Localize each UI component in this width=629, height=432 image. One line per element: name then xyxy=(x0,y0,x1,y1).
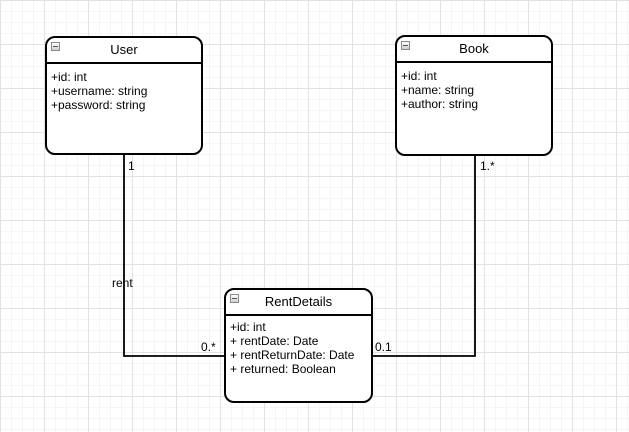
attribute: + rentDate: Date xyxy=(230,334,319,348)
class-user-title-row: User xyxy=(47,38,201,64)
class-book-attributes: +id: int +name: string +author: string xyxy=(397,63,551,115)
attribute: +id: int xyxy=(51,70,87,84)
attribute: +username: string xyxy=(51,84,148,98)
association-name-rent: rent xyxy=(112,276,133,290)
collapse-minus-icon[interactable] xyxy=(51,42,60,51)
attribute: +name: string xyxy=(401,83,475,97)
multiplicity-user-end: 1 xyxy=(128,159,135,173)
class-rentdetails[interactable]: RentDetails +id: int + rentDate: Date + … xyxy=(224,288,373,403)
multiplicity-book-end: 1.* xyxy=(480,159,495,173)
minus-glyph xyxy=(403,45,408,46)
attribute: + returned: Boolean xyxy=(230,362,336,376)
edge-book-rentdetails xyxy=(373,156,476,357)
class-title: Book xyxy=(459,41,489,56)
class-user-attributes: +id: int +username: string +password: st… xyxy=(47,64,201,116)
attribute: + rentReturnDate: Date xyxy=(230,348,355,362)
attribute: +password: string xyxy=(51,98,146,112)
collapse-minus-icon[interactable] xyxy=(401,41,410,50)
class-rentdetails-attributes: +id: int + rentDate: Date + rentReturnDa… xyxy=(226,316,371,380)
minus-glyph xyxy=(53,46,58,47)
edge-user-rentdetails xyxy=(123,155,224,357)
class-rentdetails-title-row: RentDetails xyxy=(226,290,371,316)
minus-glyph xyxy=(232,298,237,299)
multiplicity-rentdetails-left-end: 0.* xyxy=(201,340,216,354)
class-book[interactable]: Book +id: int +name: string +author: str… xyxy=(395,35,553,156)
collapse-minus-icon[interactable] xyxy=(230,294,239,303)
attribute: +id: int xyxy=(230,320,266,334)
class-book-title-row: Book xyxy=(397,37,551,63)
class-user[interactable]: User +id: int +username: string +passwor… xyxy=(45,36,203,155)
class-title: RentDetails xyxy=(264,294,333,309)
multiplicity-rentdetails-right-end: 0.1 xyxy=(375,340,392,354)
attribute: +id: int xyxy=(401,69,437,83)
attribute: +author: string xyxy=(401,97,479,111)
class-title: User xyxy=(110,42,138,57)
